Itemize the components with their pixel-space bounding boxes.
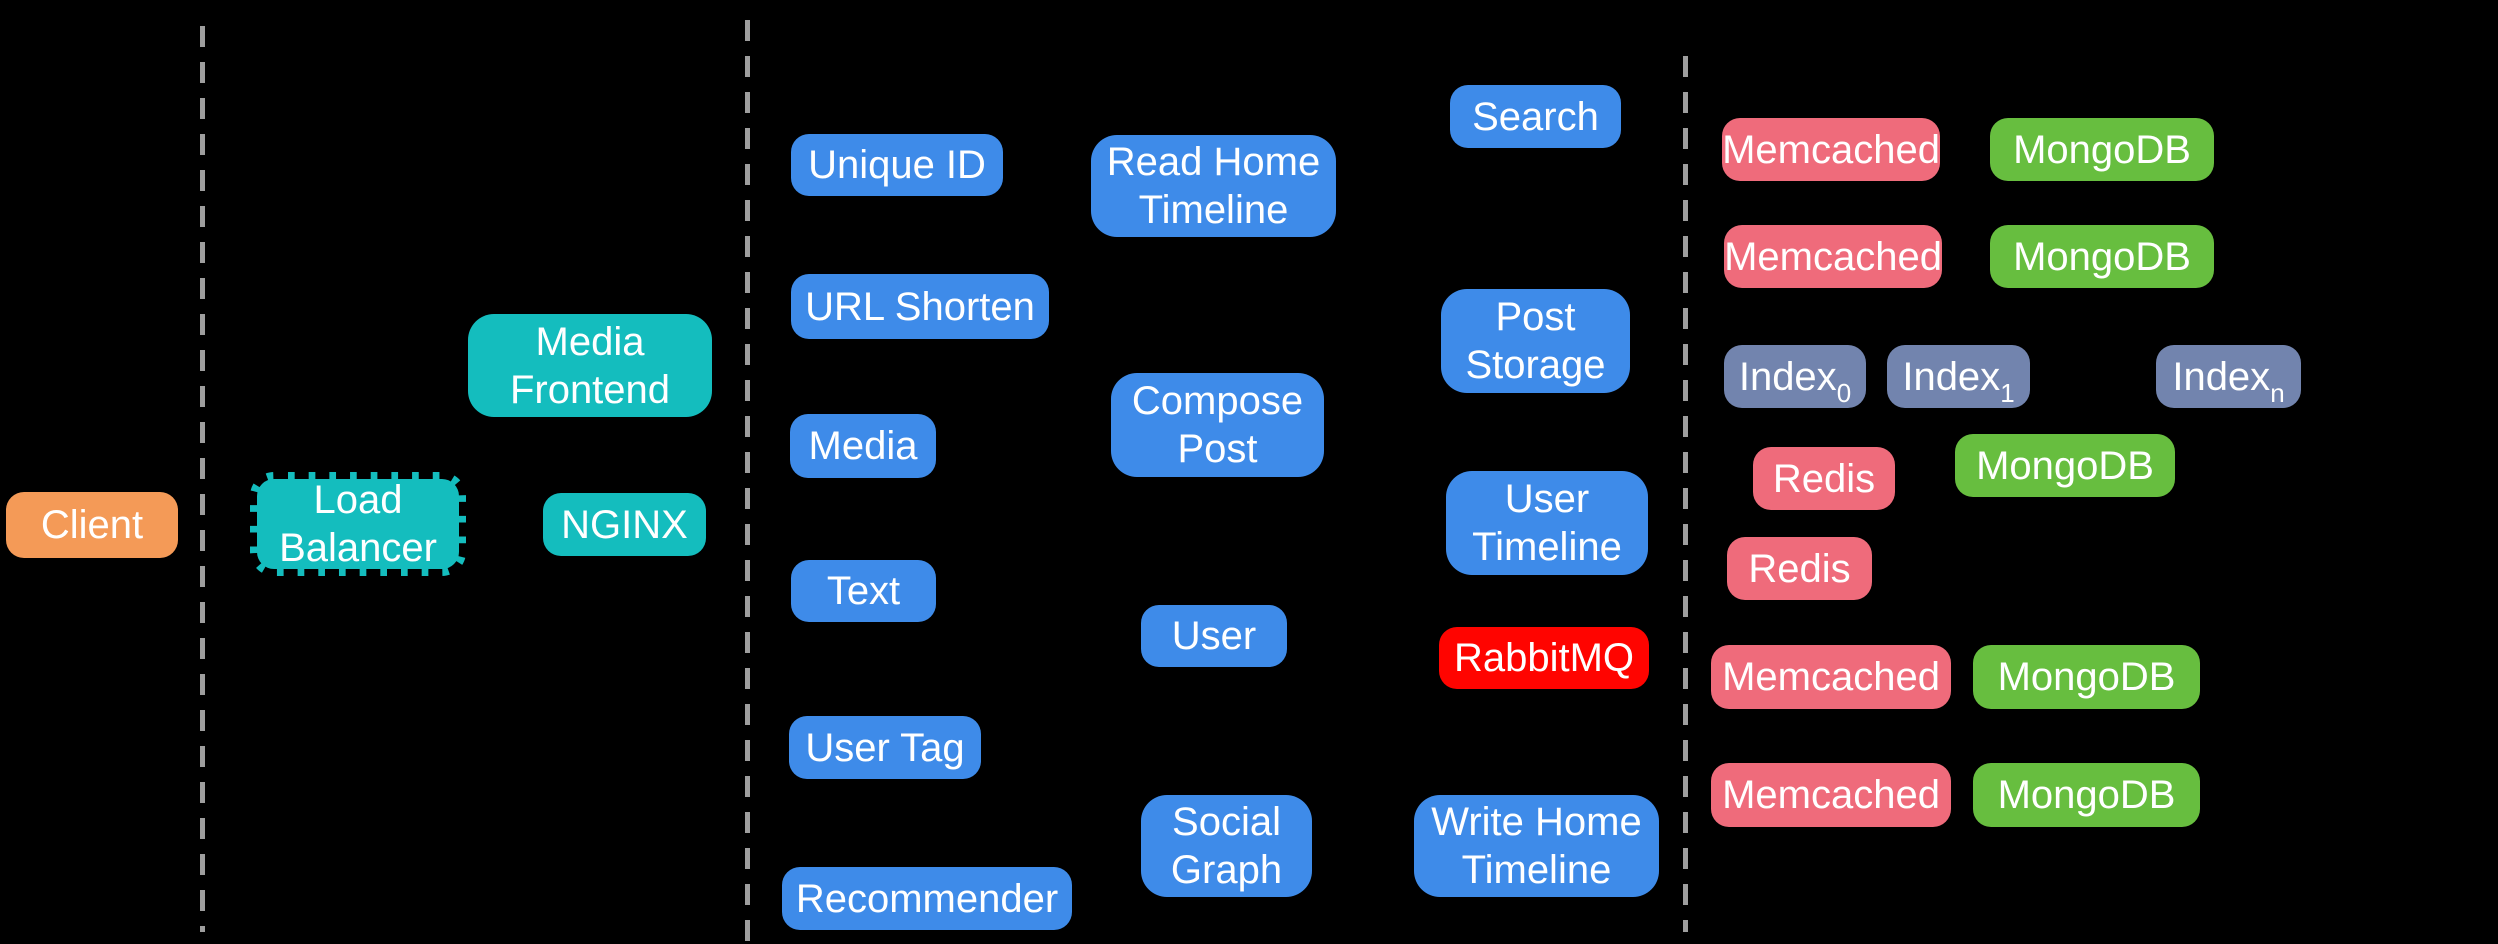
- node-post-storage: Post Storage: [1441, 289, 1630, 393]
- node-social-graph: Social Graph: [1141, 795, 1312, 897]
- node-social-graph-line1: Social: [1172, 800, 1281, 844]
- node-post-storage-line2: Storage: [1465, 343, 1606, 387]
- node-mongodb-1: MongoDB: [1990, 118, 2214, 181]
- node-nginx-label: NGINX: [561, 502, 688, 547]
- node-index-0-label: Index0: [1738, 354, 1852, 408]
- node-memcached-1: Memcached: [1722, 118, 1940, 181]
- node-nginx: NGINX: [543, 493, 706, 556]
- node-media-frontend-line1: Media: [535, 319, 645, 364]
- node-compose-post: Compose Post: [1111, 373, 1324, 477]
- node-unique-id-label: Unique ID: [808, 143, 986, 187]
- node-memcached-3: Memcached: [1711, 645, 1951, 709]
- node-write-home-timeline-line2: Timeline: [1461, 848, 1612, 892]
- node-post-storage-line1: Post: [1495, 295, 1576, 339]
- node-index-1-subscript: 1: [2000, 377, 2015, 408]
- lane-separator-1: [200, 26, 205, 932]
- node-compose-post-line2: Post: [1177, 427, 1258, 471]
- node-index-n-label: Indexn: [2172, 354, 2285, 408]
- node-mongodb-5: MongoDB: [1973, 763, 2200, 827]
- node-mongodb-3-label: MongoDB: [1976, 443, 2154, 488]
- node-text: Text: [791, 560, 936, 622]
- node-rabbitmq-label: RabbitMQ: [1453, 636, 1635, 680]
- node-redis-1: Redis: [1753, 447, 1895, 510]
- lane-separator-2: [745, 20, 750, 944]
- node-mongodb-4-label: MongoDB: [1997, 655, 2176, 699]
- node-write-home-timeline: Write Home Timeline: [1414, 795, 1659, 897]
- node-memcached-4-label: Memcached: [1722, 773, 1940, 817]
- node-compose-post-line1: Compose: [1131, 379, 1304, 423]
- node-user-timeline-line1: User: [1504, 477, 1590, 521]
- node-redis-1-label: Redis: [1772, 456, 1876, 501]
- node-load-balancer-line1: Load: [313, 478, 403, 522]
- node-memcached-2-label: Memcached: [1724, 234, 1942, 279]
- node-index-n: Indexn: [2156, 345, 2301, 408]
- node-memcached-2: Memcached: [1724, 225, 1942, 288]
- node-user: User: [1141, 605, 1287, 667]
- node-memcached-4: Memcached: [1711, 763, 1951, 827]
- node-memcached-3-label: Memcached: [1722, 655, 1940, 699]
- node-load-balancer-line2: Balancer: [279, 526, 437, 570]
- node-redis-2-label: Redis: [1748, 546, 1851, 591]
- node-search-label: Search: [1472, 94, 1599, 139]
- node-mongodb-4: MongoDB: [1973, 645, 2200, 709]
- node-read-home-timeline-line2: Timeline: [1138, 188, 1289, 232]
- lane-separator-3: [1683, 56, 1688, 932]
- node-mongodb-3: MongoDB: [1955, 434, 2175, 497]
- node-user-tag: User Tag: [789, 716, 981, 779]
- node-media: Media: [790, 414, 936, 478]
- node-recommender: Recommender: [782, 867, 1072, 930]
- node-memcached-1-label: Memcached: [1722, 127, 1940, 172]
- node-user-label: User: [1171, 614, 1257, 658]
- node-index-1: Index1: [1887, 345, 2030, 408]
- node-media-label: Media: [808, 424, 918, 468]
- node-mongodb-5-label: MongoDB: [1997, 773, 2176, 817]
- node-client: Client: [6, 492, 178, 558]
- node-social-graph-line2: Graph: [1170, 848, 1283, 892]
- node-user-timeline-line2: Timeline: [1472, 525, 1622, 569]
- node-read-home-timeline-line1: Read Home: [1106, 140, 1321, 184]
- node-unique-id: Unique ID: [791, 134, 1003, 196]
- node-read-home-timeline: Read Home Timeline: [1091, 135, 1336, 237]
- node-url-shorten: URL Shorten: [791, 274, 1049, 339]
- node-rabbitmq: RabbitMQ: [1439, 627, 1649, 689]
- node-search: Search: [1450, 85, 1621, 148]
- node-user-tag-label: User Tag: [805, 725, 965, 770]
- node-user-timeline: User Timeline: [1446, 471, 1648, 575]
- node-mongodb-1-label: MongoDB: [2013, 127, 2191, 172]
- node-index-0: Index0: [1724, 345, 1866, 408]
- node-index-1-label: Index1: [1902, 354, 2015, 408]
- node-load-balancer: Load Balancer: [250, 472, 466, 576]
- node-recommender-label: Recommender: [795, 876, 1059, 921]
- node-url-shorten-label: URL Shorten: [805, 284, 1035, 329]
- node-index-n-subscript: n: [2270, 377, 2285, 408]
- node-mongodb-2: MongoDB: [1990, 225, 2214, 288]
- node-index-0-subscript: 0: [1836, 377, 1852, 408]
- node-text-label: Text: [826, 569, 901, 613]
- node-client-label: Client: [40, 503, 144, 547]
- node-media-frontend-line2: Frontend: [509, 367, 671, 412]
- node-mongodb-2-label: MongoDB: [2013, 234, 2191, 279]
- node-media-frontend: Media Frontend: [468, 314, 712, 417]
- node-write-home-timeline-line1: Write Home: [1431, 800, 1642, 844]
- node-redis-2: Redis: [1727, 537, 1872, 600]
